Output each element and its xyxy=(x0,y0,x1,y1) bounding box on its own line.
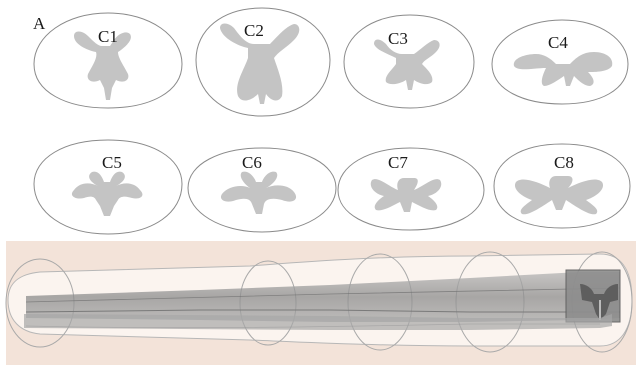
segment-label-c1: C1 xyxy=(98,27,118,46)
section-c7: C7 xyxy=(338,148,484,230)
segment-label-c5: C5 xyxy=(102,153,122,172)
section-c3: C3 xyxy=(344,15,474,108)
segment-label-c3: C3 xyxy=(388,29,408,48)
section-c2: C2 xyxy=(196,8,330,116)
section-c4: C4 xyxy=(492,20,628,104)
section-c8: C8 xyxy=(494,144,630,228)
section-c5: C5 xyxy=(34,140,182,234)
segment-label-c7: C7 xyxy=(388,153,408,172)
segment-label-c2: C2 xyxy=(244,21,264,40)
section-c1: C1 xyxy=(34,13,182,108)
segment-label-c6: C6 xyxy=(242,153,262,172)
panel-b-3d-model xyxy=(6,241,636,365)
segment-label-c4: C4 xyxy=(548,33,568,52)
segment-label-c8: C8 xyxy=(554,153,574,172)
section-c6: C6 xyxy=(188,148,336,232)
